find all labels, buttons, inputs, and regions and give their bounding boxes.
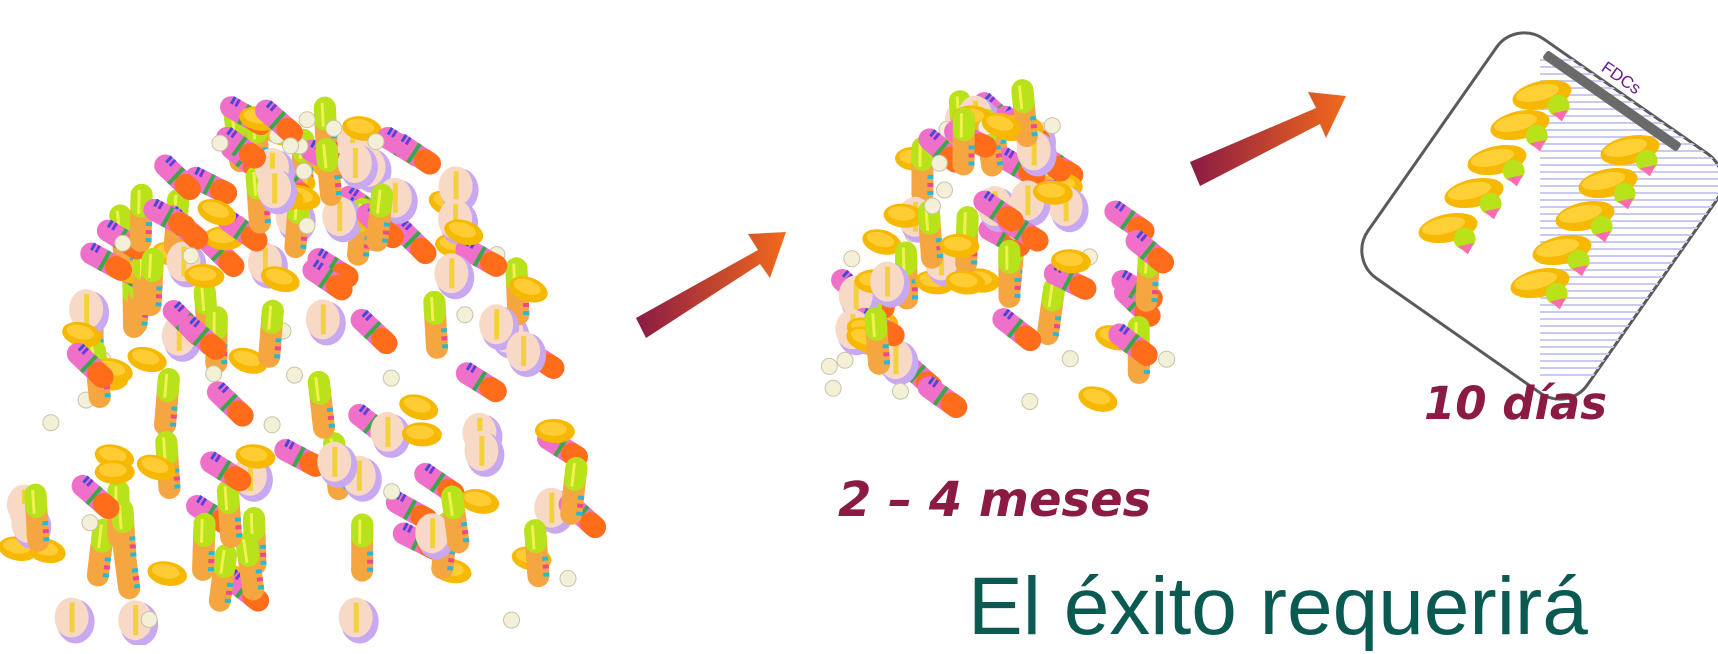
small-tablet bbox=[211, 134, 229, 152]
small-tablet bbox=[843, 250, 861, 268]
small-tablet bbox=[114, 234, 132, 252]
arrow-right-up-icon bbox=[1190, 92, 1346, 186]
small-tablet bbox=[923, 197, 941, 215]
pill-pile-small bbox=[820, 78, 1179, 423]
small-tablet bbox=[930, 154, 948, 172]
short-duration-label: 2 – 4 meses bbox=[838, 472, 1152, 528]
small-tablet bbox=[263, 416, 281, 434]
pink-capsule bbox=[451, 358, 511, 407]
small-tablet bbox=[298, 217, 316, 235]
yellow-tablet bbox=[94, 460, 135, 485]
pink-capsule bbox=[987, 303, 1046, 356]
small-tablet bbox=[503, 611, 520, 629]
small-tablet bbox=[936, 181, 953, 199]
green-capsule bbox=[998, 239, 1021, 308]
small-tablet bbox=[205, 365, 223, 383]
round-tablet bbox=[317, 441, 358, 488]
small-tablet bbox=[836, 351, 854, 369]
small-tablet bbox=[1043, 117, 1061, 135]
small-tablet bbox=[382, 369, 400, 387]
round-tablet bbox=[305, 299, 346, 346]
small-tablet bbox=[892, 382, 909, 400]
green-capsule bbox=[952, 107, 975, 176]
green-capsule bbox=[23, 483, 51, 553]
small-tablet bbox=[286, 366, 303, 384]
green-capsule bbox=[351, 513, 374, 582]
small-tablet bbox=[1021, 393, 1039, 410]
yellow-tablet bbox=[145, 558, 190, 590]
small-tablet bbox=[383, 483, 401, 501]
small-tablet bbox=[298, 111, 316, 129]
small-tablet bbox=[325, 119, 343, 137]
yellow-tablet bbox=[1075, 382, 1121, 417]
small-tablet bbox=[182, 247, 200, 265]
green-capsule bbox=[422, 290, 449, 360]
small-tablet bbox=[456, 306, 474, 324]
small-tablet bbox=[559, 570, 577, 587]
pink-capsule bbox=[346, 304, 402, 359]
round-tablet bbox=[338, 597, 379, 644]
headline: El éxito requerirá bbox=[968, 561, 1588, 652]
round-tablet bbox=[506, 331, 547, 378]
green-capsule bbox=[257, 299, 285, 369]
green-capsule bbox=[138, 247, 165, 317]
fdc-duration-label: 10 días bbox=[1424, 377, 1608, 430]
small-tablet bbox=[42, 414, 60, 432]
small-tablet bbox=[1158, 350, 1176, 368]
pink-capsule bbox=[202, 376, 259, 432]
small-tablet bbox=[824, 379, 842, 397]
small-tablet bbox=[282, 137, 299, 155]
arrow-right-up-icon bbox=[636, 232, 786, 338]
green-capsule bbox=[191, 512, 216, 582]
small-tablet bbox=[295, 162, 313, 180]
round-tablet bbox=[54, 597, 95, 644]
small-tablet bbox=[140, 611, 158, 628]
green-capsule bbox=[153, 367, 181, 437]
small-tablet bbox=[1061, 350, 1079, 368]
green-capsule bbox=[306, 369, 337, 440]
pink-capsule bbox=[913, 371, 972, 423]
fdc-blister-pack: FDCs bbox=[1360, 31, 1718, 401]
small-tablet bbox=[81, 514, 99, 532]
small-tablet bbox=[820, 357, 838, 375]
small-tablet bbox=[367, 133, 385, 151]
pill-pile-large bbox=[0, 92, 611, 645]
